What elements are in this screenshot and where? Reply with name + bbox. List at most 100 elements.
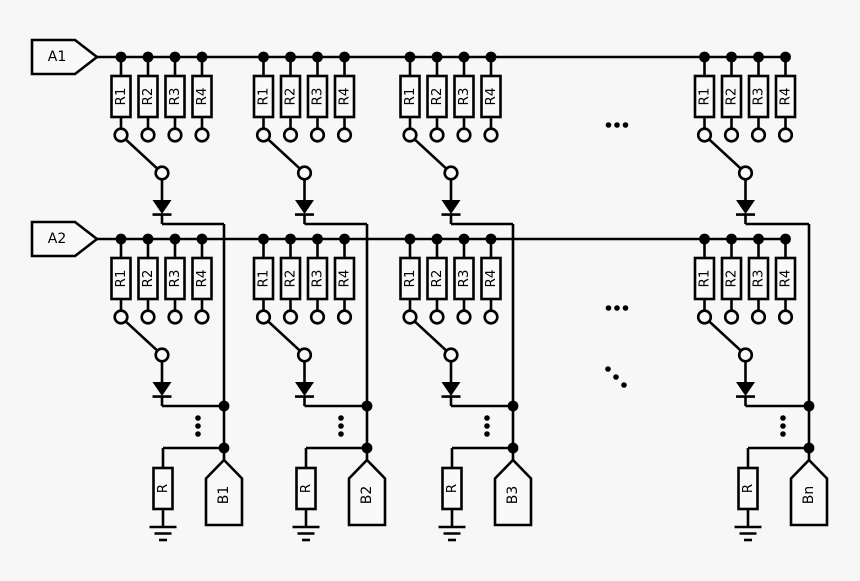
switch-pole-circle <box>154 347 170 363</box>
diagonal-ellipsis-dot <box>605 366 611 372</box>
row2-horizontal-ellipsis-dot <box>614 305 620 311</box>
vertical-ellipsis-dot <box>780 423 786 429</box>
diagonal-ellipsis-dot <box>613 374 619 380</box>
vertical-ellipsis-dot <box>780 431 786 437</box>
resistor-label-r2: R2 <box>429 270 445 288</box>
tap-terminal-circle <box>194 309 210 325</box>
resistor-label-r1: R1 <box>113 88 129 106</box>
tap-terminal-circle <box>777 127 794 143</box>
resistor-label-r4: R4 <box>483 88 499 106</box>
tap-terminal-circle <box>194 127 210 143</box>
resistor-label-r1: R1 <box>256 88 272 106</box>
row-tag-label-a1: A1 <box>48 49 66 65</box>
tap-terminal-circle <box>723 309 740 325</box>
terminal-tag-b3 <box>493 458 533 527</box>
vertical-ellipsis-dot <box>484 423 490 429</box>
vertical-ellipsis-dot <box>338 415 344 421</box>
tap-terminal-circle <box>282 309 299 325</box>
switch-lever <box>708 138 742 170</box>
row2-horizontal-ellipsis-dot <box>622 305 629 311</box>
terminal-tag-label-bn: Bn <box>801 486 817 504</box>
tap-terminal-circle <box>113 127 129 143</box>
vertical-ellipsis-dot <box>338 431 344 437</box>
tap-terminal-circle <box>282 127 299 143</box>
diode-triangle <box>152 200 172 214</box>
resistor-label-r1: R1 <box>256 270 272 288</box>
resistor-label-r4: R4 <box>337 88 353 106</box>
switch-lever <box>267 320 301 352</box>
terminal-tag-label-b2: B2 <box>359 486 375 505</box>
resistor-label-r3: R3 <box>751 270 767 288</box>
vertical-ellipsis-dot <box>195 423 201 429</box>
tap-terminal-circle <box>456 309 472 325</box>
switch-lever <box>124 138 159 170</box>
resistor-label-r2: R2 <box>429 88 445 106</box>
row1-horizontal-ellipsis-dot <box>622 122 629 128</box>
resistor-label-r2: R2 <box>283 270 299 288</box>
row-tag-a2 <box>30 220 100 258</box>
tap-terminal-circle <box>167 309 183 325</box>
tap-terminal-circle <box>696 127 713 143</box>
vertical-ellipsis-dot <box>780 415 786 421</box>
row1-horizontal-ellipsis-dot <box>614 122 620 128</box>
switch-lever <box>413 138 448 170</box>
switch-lever <box>708 320 742 352</box>
tap-terminal-circle <box>777 309 794 325</box>
tap-terminal-circle <box>456 127 472 143</box>
diode-triangle <box>295 200 314 214</box>
switch-pole-circle <box>443 165 459 181</box>
tap-terminal-circle <box>113 309 129 325</box>
pulldown-resistor-label: R <box>740 484 756 493</box>
tap-terminal-circle <box>723 127 740 143</box>
resistor-label-r1: R1 <box>113 270 129 288</box>
diagonal-ellipsis-dot <box>621 382 627 388</box>
tap-terminal-circle <box>255 309 272 325</box>
tap-terminal-circle <box>696 309 713 325</box>
tap-terminal-circle <box>483 127 499 143</box>
resistor-label-r3: R3 <box>751 88 767 106</box>
resistor-label-r1: R1 <box>402 270 418 288</box>
resistor-label-r2: R2 <box>140 270 156 288</box>
resistor-label-r2: R2 <box>724 270 740 288</box>
switch-pole-circle <box>296 347 313 363</box>
tap-terminal-circle <box>336 127 353 143</box>
resistor-label-r2: R2 <box>724 88 740 106</box>
resistor-label-r1: R1 <box>402 88 418 106</box>
terminal-tag-label-b3: B3 <box>505 486 521 505</box>
resistor-label-r2: R2 <box>140 88 156 106</box>
vertical-ellipsis-dot <box>484 415 490 421</box>
pulldown-resistor-label: R <box>444 484 460 493</box>
tap-terminal-circle <box>336 309 353 325</box>
tap-terminal-circle <box>309 309 326 325</box>
resistor-label-r3: R3 <box>456 88 472 106</box>
terminal-tag-b1 <box>204 458 244 527</box>
resistor-label-r3: R3 <box>167 270 183 288</box>
diode-triangle <box>736 382 755 396</box>
tap-terminal-circle <box>402 127 418 143</box>
vertical-ellipsis-dot <box>338 423 344 429</box>
switch-lever <box>124 320 159 352</box>
terminal-tag-bn <box>789 458 829 527</box>
resistor-label-r3: R3 <box>310 270 326 288</box>
pulldown-resistor-label: R <box>155 484 171 493</box>
diode-triangle <box>441 200 461 214</box>
vertical-ellipsis-dot <box>195 415 201 421</box>
row2-horizontal-ellipsis-dot <box>605 305 612 311</box>
diode-triangle <box>441 382 461 396</box>
tap-terminal-circle <box>750 127 767 143</box>
diode-triangle <box>152 382 172 396</box>
switch-pole-circle <box>296 165 313 181</box>
vertical-ellipsis-dot <box>195 431 201 437</box>
resistor-label-r3: R3 <box>310 88 326 106</box>
resistor-label-r4: R4 <box>337 270 353 288</box>
resistor-label-r4: R4 <box>194 270 210 288</box>
resistor-label-r1: R1 <box>697 88 713 106</box>
row-tag-label-a2: A2 <box>48 231 66 247</box>
switch-pole-circle <box>154 165 170 181</box>
terminal-tag-label-b1: B1 <box>216 486 232 505</box>
resistor-label-r1: R1 <box>697 270 713 288</box>
switch-lever <box>413 320 448 352</box>
diode-triangle <box>736 200 755 214</box>
pulldown-resistor-label: R <box>298 484 314 493</box>
